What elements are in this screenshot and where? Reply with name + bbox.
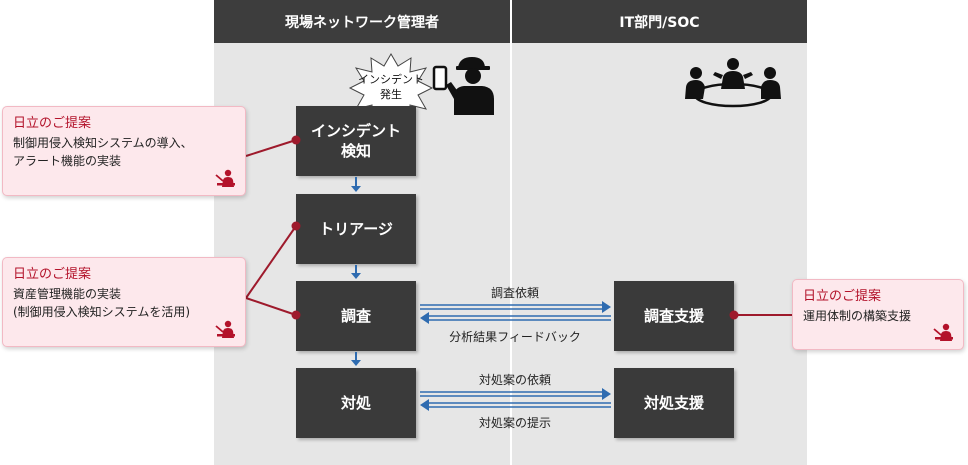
investigation-support-box: 調査支援 — [614, 281, 734, 351]
request-investigation-label: 調査依頼 — [490, 286, 539, 300]
down-arrow-icon — [351, 352, 361, 366]
callout-line1: 制御用侵入検知システムの導入、 — [13, 136, 193, 150]
incident-detection-line2: 検知 — [340, 142, 371, 160]
local-admin-header: 現場ネットワーク管理者 — [214, 0, 510, 43]
callout-line1: 運用体制の構築支援 — [803, 309, 912, 323]
down-arrow-icon — [351, 265, 361, 279]
callout-title: 日立のご提案 — [803, 289, 882, 304]
feedback-label: 分析結果フィードバック — [449, 330, 581, 344]
person-presenter-icon — [215, 169, 235, 187]
it-soc-header: IT部門/SOC — [512, 0, 807, 43]
incident-burst-text: インシデント 発生 — [355, 72, 427, 102]
burst-line1: インシデント — [358, 73, 424, 86]
callout-title: 日立のご提案 — [13, 267, 92, 282]
callout-line1: 資産管理機能の実装 — [13, 287, 122, 301]
proposal-callout-operation: 日立のご提案 運用体制の構築支援 — [792, 279, 964, 350]
investigate-box: 調査 — [296, 281, 416, 351]
incident-detection-line1: インシデント — [310, 122, 401, 140]
request-plan-label: 対処案の依頼 — [478, 373, 551, 387]
plan-request-arrow — [420, 388, 611, 400]
person-presenter-icon — [933, 323, 953, 341]
present-plan-label: 対処案の提示 — [478, 416, 551, 430]
meeting-group-icon — [685, 58, 781, 108]
callout-line2: (制御用侵入検知システムを活用) — [13, 305, 191, 319]
feedback-arrow — [420, 312, 611, 324]
worker-with-phone-icon — [432, 57, 494, 115]
incident-detection-box: インシデント 検知 — [296, 106, 416, 176]
callout-line2: アラート機能の実装 — [13, 154, 122, 168]
proposal-callout-detection: 日立のご提案 制御用侵入検知システムの導入、 アラート機能の実装 — [2, 106, 246, 196]
plan-present-arrow — [420, 399, 611, 411]
down-arrow-icon — [351, 177, 361, 192]
respond-box: 対処 — [296, 368, 416, 438]
triage-box: トリアージ — [296, 194, 416, 264]
proposal-callout-asset: 日立のご提案 資産管理機能の実装 (制御用侵入検知システムを活用) — [2, 257, 246, 347]
burst-line2: 発生 — [380, 88, 402, 101]
response-support-box: 対処支援 — [614, 368, 734, 438]
person-presenter-icon — [215, 320, 235, 338]
request-arrow — [420, 301, 611, 313]
callout-title: 日立のご提案 — [13, 116, 92, 131]
